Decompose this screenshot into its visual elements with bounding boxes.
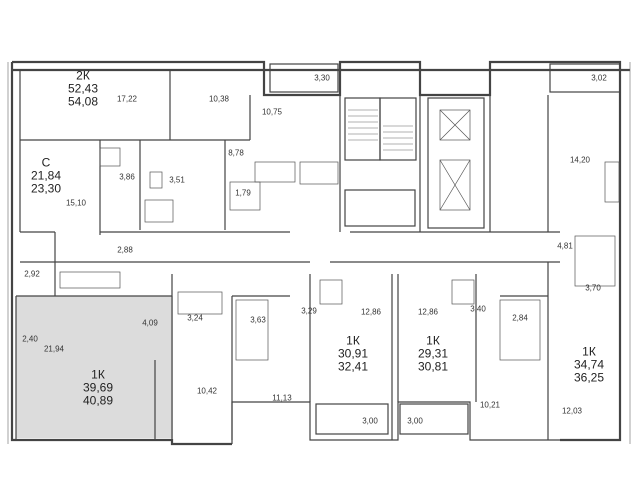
area-label: 2,92 xyxy=(24,269,40,279)
area-label: 14,20 xyxy=(569,155,591,165)
apartment-type: С xyxy=(41,155,51,170)
area-label: 2,84 xyxy=(512,313,528,323)
area-label: 4,81 xyxy=(557,241,573,251)
area-label: 1,79 xyxy=(235,188,251,198)
apartment-total-area: 23,30 xyxy=(30,181,62,196)
apartment-total-area: 30,81 xyxy=(417,359,449,374)
area-label: 4,09 xyxy=(142,318,158,328)
apartment-living-area: 39,69 xyxy=(82,380,114,395)
apartment-total-area: 40,89 xyxy=(82,393,114,408)
apartment-label-2k[interactable]: 2К 52,43 54,08 xyxy=(67,68,99,109)
area-label: 3,02 xyxy=(591,73,607,83)
apartment-type: 1К xyxy=(426,333,440,348)
apartment-label-1k-b[interactable]: 1К 29,31 30,81 xyxy=(417,333,449,374)
area-label: 3,51 xyxy=(169,175,185,185)
apartment-living-area: 29,31 xyxy=(417,346,449,361)
bottom-walls xyxy=(15,235,616,440)
area-label: 3,00 xyxy=(407,416,423,426)
area-label: 3,29 xyxy=(301,306,317,316)
apartment-label-1k-c[interactable]: 1К 34,74 36,25 xyxy=(573,344,605,385)
area-label: 3,70 xyxy=(585,283,601,293)
area-label: 12,86 xyxy=(417,307,439,317)
corridor xyxy=(20,231,560,296)
area-label: 11,13 xyxy=(272,393,292,403)
apartment-living-area: 21,84 xyxy=(30,168,62,183)
area-label: 12,86 xyxy=(360,307,382,317)
apartment-living-area: 30,91 xyxy=(337,346,369,361)
apartment-type: 1К xyxy=(582,344,596,359)
selected-apartment-highlight[interactable] xyxy=(16,296,173,438)
apartment-label-studio[interactable]: С 21,84 23,30 xyxy=(30,155,62,196)
apartment-type: 2К xyxy=(76,68,90,83)
apartment-type: 1К xyxy=(346,333,360,348)
apartment-total-area: 32,41 xyxy=(337,359,369,374)
area-label: 3,40 xyxy=(470,304,486,314)
apartment-total-area: 54,08 xyxy=(67,94,99,109)
area-label: 21,94 xyxy=(43,344,65,354)
area-label: 3,00 xyxy=(362,416,378,426)
middle-top-walls xyxy=(229,95,620,232)
apartment-label-1k-a[interactable]: 1К 30,91 32,41 xyxy=(337,333,369,374)
area-label: 3,30 xyxy=(314,73,330,83)
apartment-living-area: 52,43 xyxy=(67,81,99,96)
area-label: 10,38 xyxy=(208,94,230,104)
apartment-living-area: 34,74 xyxy=(573,357,605,372)
area-label: 3,86 xyxy=(119,172,135,182)
area-label: 12,03 xyxy=(561,406,583,416)
area-label: 17,22 xyxy=(116,94,138,104)
apartment-2k-walls xyxy=(19,70,251,235)
area-label: 8,78 xyxy=(228,148,244,158)
stairs xyxy=(348,109,413,151)
area-label: 10,42 xyxy=(196,386,218,396)
apartment-total-area: 36,25 xyxy=(573,370,605,385)
area-label: 10,21 xyxy=(479,400,501,410)
area-label: 2,40 xyxy=(22,334,38,344)
studio-walls xyxy=(19,140,174,262)
apartment-type: 1К xyxy=(91,367,105,382)
balconies xyxy=(269,63,621,435)
area-label: 15,10 xyxy=(65,198,87,208)
apartment-label-1k-selected[interactable]: 1К 39,69 40,89 xyxy=(82,367,114,408)
area-label: 3,63 xyxy=(250,315,266,325)
area-label: 3,24 xyxy=(187,313,203,323)
area-label: 2,88 xyxy=(117,245,133,255)
area-label: 10,75 xyxy=(261,107,283,117)
outer-walls xyxy=(7,60,631,446)
